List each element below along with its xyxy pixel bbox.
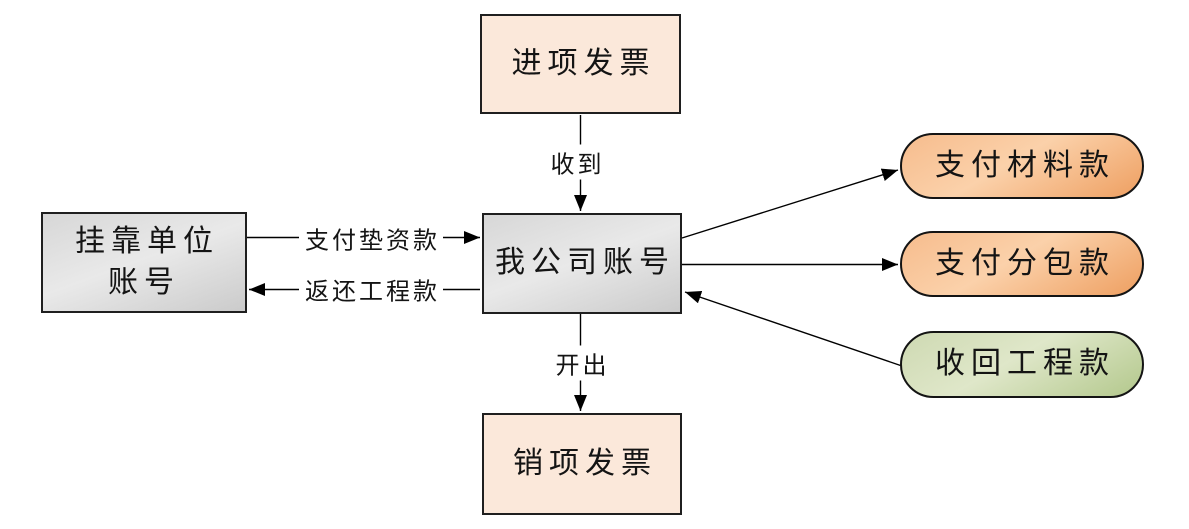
- edge-label-return-project: 返还工程款: [299, 271, 443, 307]
- node-pay-subcontract: 支付分包款: [900, 231, 1144, 297]
- edge-recover-project-line: [684, 291, 903, 367]
- edge-label-issue: 开出: [549, 345, 613, 381]
- node-company-account-label: 我公司账号: [495, 246, 675, 280]
- edge-pay-materials-line: [681, 168, 899, 239]
- node-input-invoice: 进项发票: [480, 14, 681, 114]
- node-pay-subcontract-label: 支付分包款: [935, 246, 1115, 280]
- node-recover-project-label: 收回工程款: [935, 347, 1115, 381]
- node-input-invoice-label: 进项发票: [511, 46, 656, 80]
- node-output-invoice-label: 销项发票: [513, 446, 657, 480]
- edge-label-receive: 收到: [544, 144, 608, 180]
- node-recover-project: 收回工程款: [900, 331, 1144, 398]
- node-pay-materials-label: 支付材料款: [935, 148, 1115, 182]
- edge-label-pay-advance: 支付垫资款: [299, 220, 443, 256]
- node-company-account: 我公司账号: [482, 213, 682, 314]
- node-affiliated-account: 挂靠单位 账号: [41, 212, 247, 313]
- node-affiliated-account-label: 挂靠单位 账号: [75, 225, 219, 299]
- node-pay-materials: 支付材料款: [900, 133, 1144, 199]
- node-output-invoice: 销项发票: [482, 413, 682, 515]
